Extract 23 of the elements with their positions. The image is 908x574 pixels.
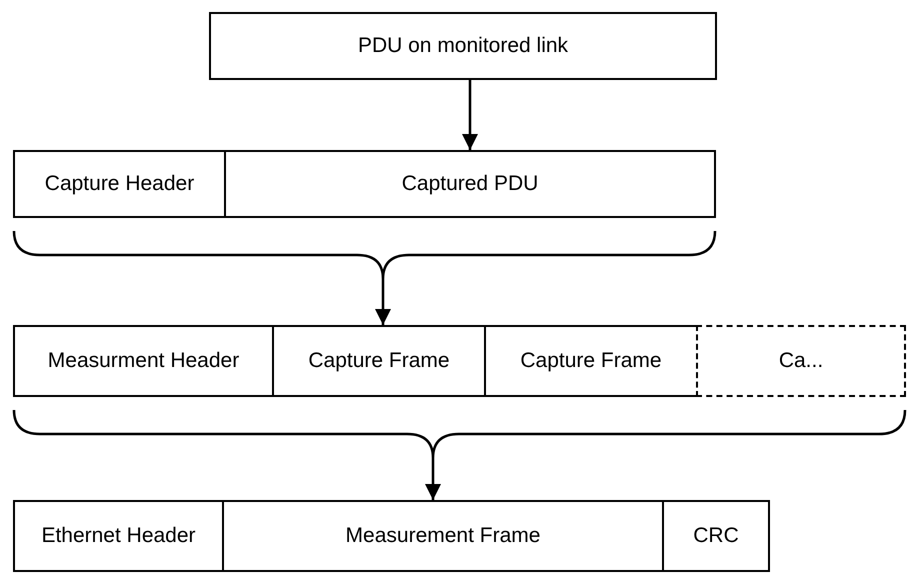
- field-box: [222, 500, 664, 572]
- field-box: [662, 500, 770, 572]
- field-box: [224, 150, 716, 218]
- field-box: [696, 325, 906, 397]
- field-box: [209, 12, 717, 80]
- field-label: CRC: [693, 524, 739, 548]
- field-label: Measurment Header: [48, 349, 240, 373]
- field-box: [272, 325, 486, 397]
- field-label: Ca...: [778, 349, 824, 373]
- arrow: [462, 80, 478, 150]
- field-box: [13, 500, 224, 572]
- field-box: [13, 325, 274, 397]
- field-label: Capture Frame: [308, 349, 450, 373]
- field-label: Measurement Frame: [346, 524, 540, 548]
- field-label: Capture Frame: [520, 349, 662, 373]
- field-box: [484, 325, 698, 397]
- field-label: Captured PDU: [402, 172, 538, 196]
- field-label: Ethernet Header: [41, 524, 196, 548]
- field-label: Capture Header: [44, 172, 194, 196]
- field-box: [13, 150, 226, 218]
- arrow: [375, 279, 391, 325]
- field-label: PDU on monitored link: [358, 34, 568, 58]
- arrow: [425, 458, 441, 500]
